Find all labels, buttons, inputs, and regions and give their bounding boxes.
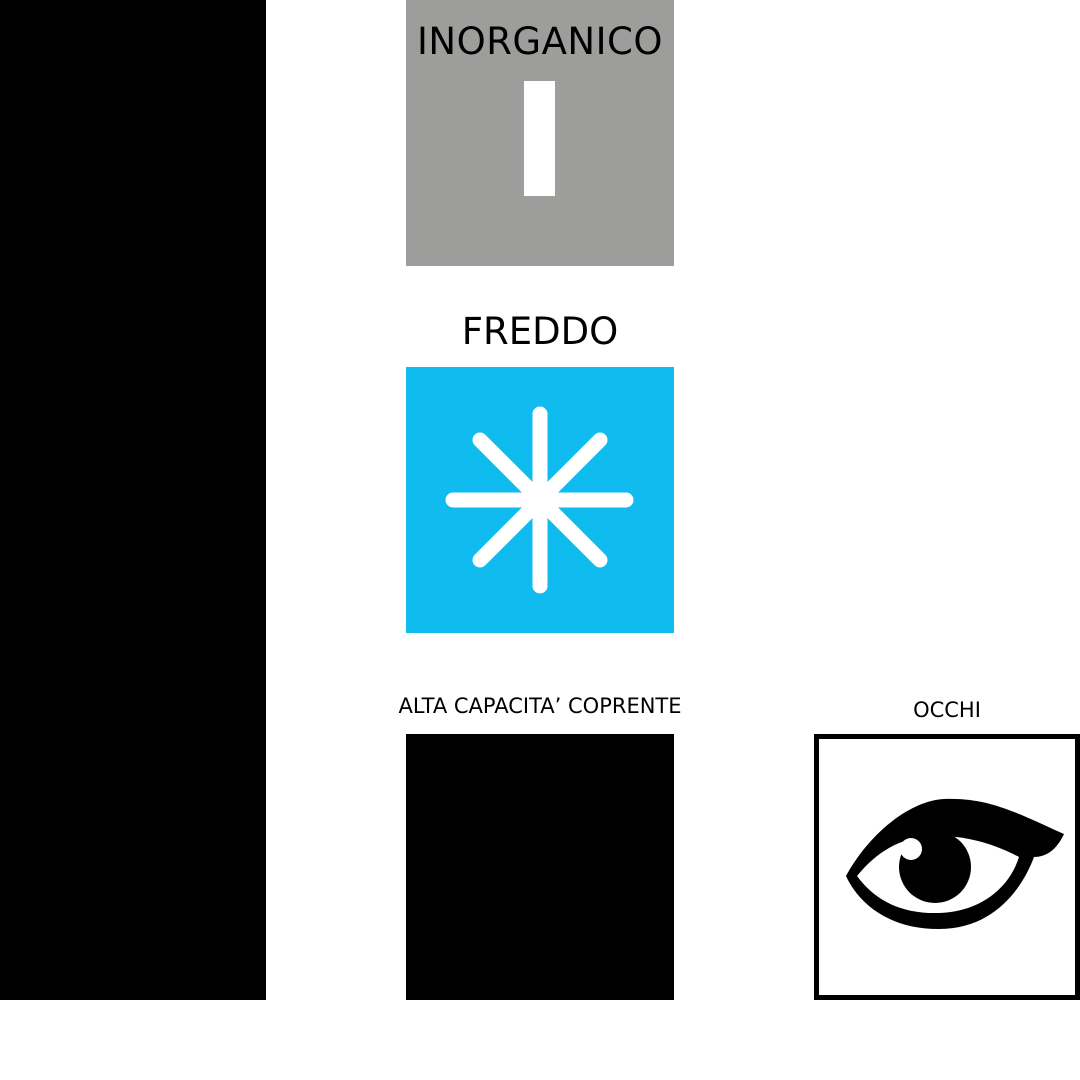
tile-label-inorganico: INORGANICO xyxy=(417,20,663,63)
tile-coprente xyxy=(406,734,674,1000)
tile-occhi xyxy=(814,734,1080,1000)
bar-icon xyxy=(524,81,555,196)
left-black-bar xyxy=(0,0,266,1000)
tile-freddo xyxy=(406,367,674,633)
eye-icon xyxy=(846,798,1064,929)
tile-label-occhi: OCCHI xyxy=(913,698,981,722)
tile-label-coprente: ALTA CAPACITA’ COPRENTE xyxy=(398,694,682,718)
tile-inorganico: INORGANICO xyxy=(406,0,674,266)
tile-label-freddo: FREDDO xyxy=(461,310,619,353)
snowflake-icon xyxy=(445,406,634,594)
